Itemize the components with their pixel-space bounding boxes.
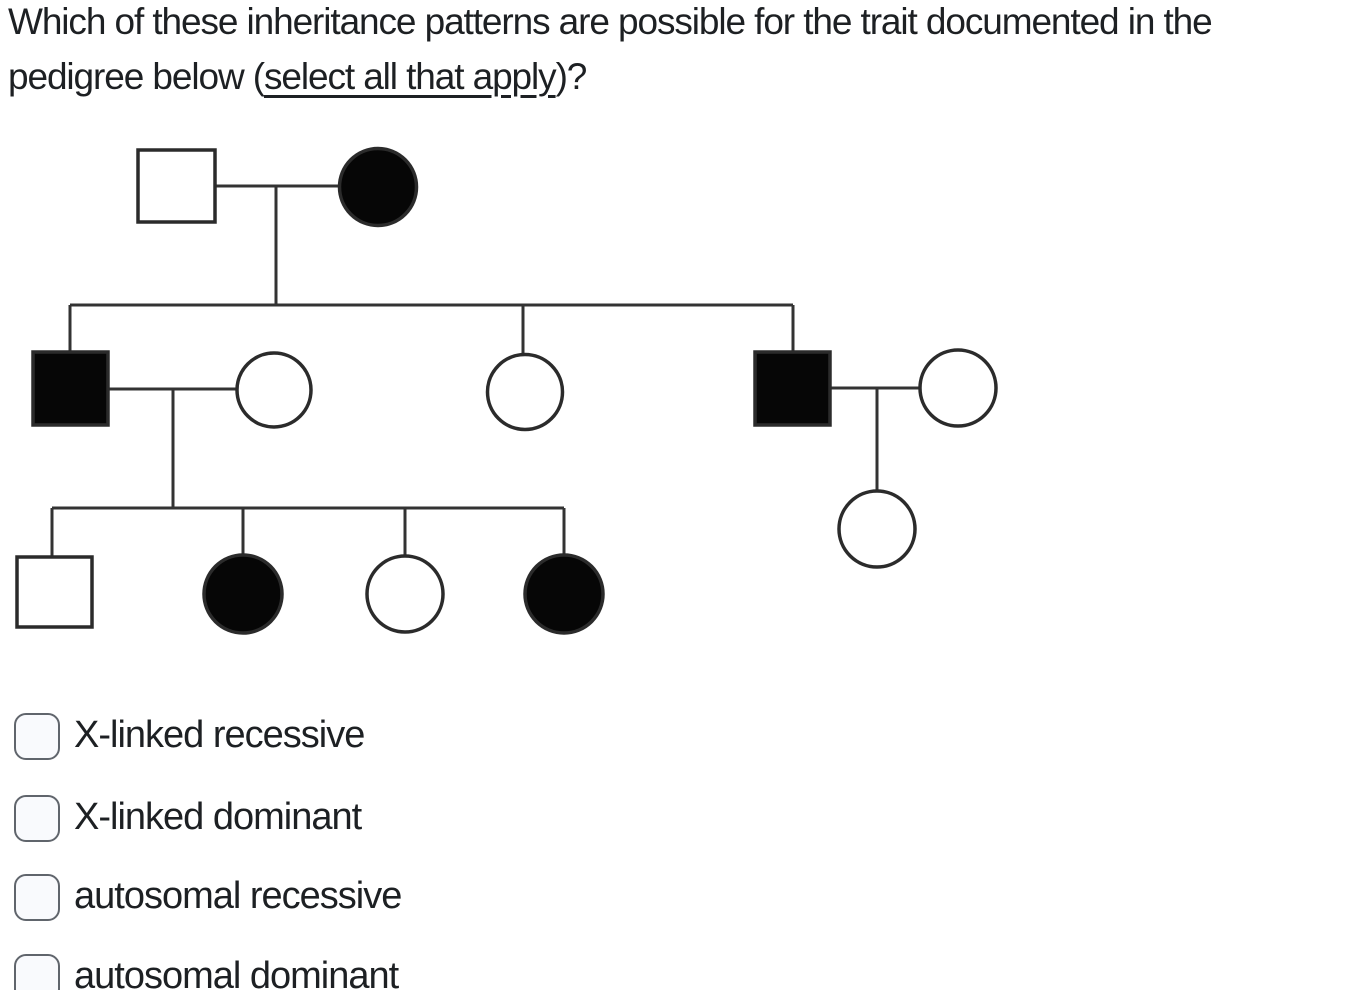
- option-row-autosomal-recessive: autosomal recessive: [14, 873, 402, 921]
- pedigree-unaffected-female-II-3: [485, 352, 565, 432]
- pedigree-unaffected-female-II-5: [918, 348, 998, 428]
- pedigree-affected-male-II-4: [753, 350, 832, 427]
- option-label[interactable]: autosomal recessive: [74, 874, 402, 917]
- option-row-autosomal-dominant: autosomal dominant: [14, 953, 399, 990]
- option-label[interactable]: autosomal dominant: [74, 954, 399, 990]
- checkbox-x-linked-dominant[interactable]: [14, 794, 60, 842]
- option-row-x-linked-recessive: X-linked recessive: [14, 712, 365, 760]
- pedigree-affected-female-I-2: [337, 146, 419, 228]
- pedigree-unaffected-male-III-1: [15, 555, 94, 629]
- checkbox-autosomal-dominant[interactable]: [14, 953, 60, 990]
- question-line-2: pedigree below (select all that apply)?: [8, 49, 1370, 104]
- question-text: pedigree below (: [8, 56, 265, 97]
- question-text: Which of these inheritance patterns are …: [8, 1, 1213, 42]
- checkbox-x-linked-recessive[interactable]: [14, 712, 60, 760]
- question-line-1: Which of these inheritance patterns are …: [8, 0, 1370, 49]
- pedigree-affected-female-III-4: [523, 553, 605, 635]
- pedigree-unaffected-female-II-2: [235, 351, 313, 429]
- option-label[interactable]: X-linked dominant: [74, 795, 362, 838]
- checkbox-autosomal-recessive[interactable]: [14, 873, 60, 921]
- pedigree-affected-female-III-2: [202, 553, 284, 635]
- question-text-underlined: select all that apply: [263, 56, 557, 97]
- pedigree-unaffected-female-III-3: [365, 554, 445, 634]
- question-text: )?: [555, 56, 588, 97]
- option-row-x-linked-dominant: X-linked dominant: [14, 794, 362, 842]
- pedigree-unaffected-male-I-1: [136, 148, 217, 224]
- question-title: Which of these inheritance patterns are …: [8, 0, 1370, 104]
- pedigree-unaffected-female-III-5: [837, 489, 917, 569]
- pedigree-affected-male-II-1: [31, 350, 110, 427]
- option-label[interactable]: X-linked recessive: [74, 713, 365, 756]
